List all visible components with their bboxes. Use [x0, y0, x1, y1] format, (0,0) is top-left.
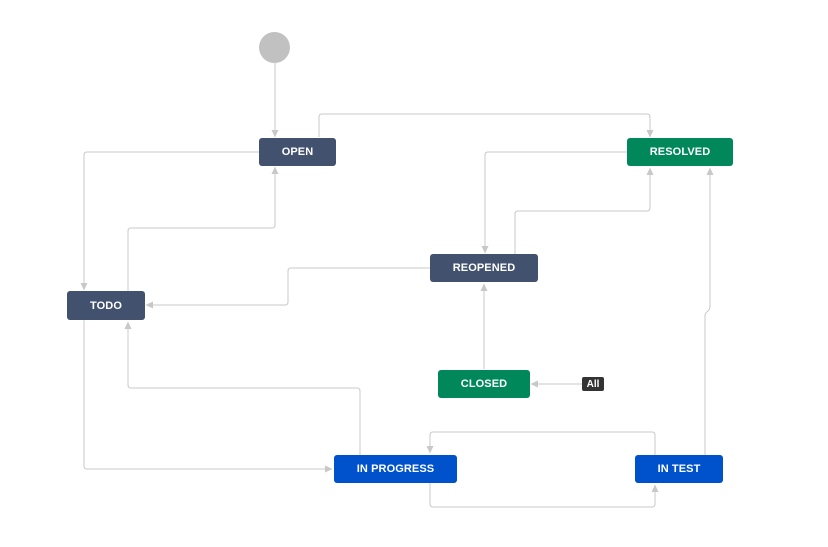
all-transition-badge[interactable]: All	[582, 377, 604, 391]
status-open[interactable]: OPEN	[259, 138, 336, 166]
status-in-test[interactable]: IN TEST	[635, 455, 723, 483]
status-in-progress[interactable]: IN PROGRESS	[334, 455, 457, 483]
status-todo[interactable]: TODO	[67, 291, 145, 320]
transition-resolved-to-reopened[interactable]	[481, 151, 627, 254]
transition-open-to-todo[interactable]	[80, 151, 259, 291]
transition-in-test-to-resolved[interactable]	[704, 167, 714, 455]
status-reopened[interactable]: REOPENED	[430, 254, 538, 282]
transition-in-progress-to-todo[interactable]	[124, 321, 361, 455]
transition-todo-to-open[interactable]	[127, 166, 279, 291]
transition-open-to-resolved[interactable]	[318, 113, 654, 138]
transition-reopened-to-todo[interactable]	[145, 267, 430, 309]
transition-reopened-to-resolved[interactable]	[514, 167, 654, 254]
transition-in-test-to-in-progress[interactable]	[426, 431, 656, 455]
status-closed[interactable]: CLOSED	[438, 370, 530, 398]
transition-in-progress-to-in-test[interactable]	[429, 483, 659, 508]
status-resolved[interactable]: RESOLVED	[627, 138, 733, 166]
transition-todo-to-in-progress[interactable]	[83, 320, 333, 473]
start-node[interactable]	[259, 32, 290, 63]
